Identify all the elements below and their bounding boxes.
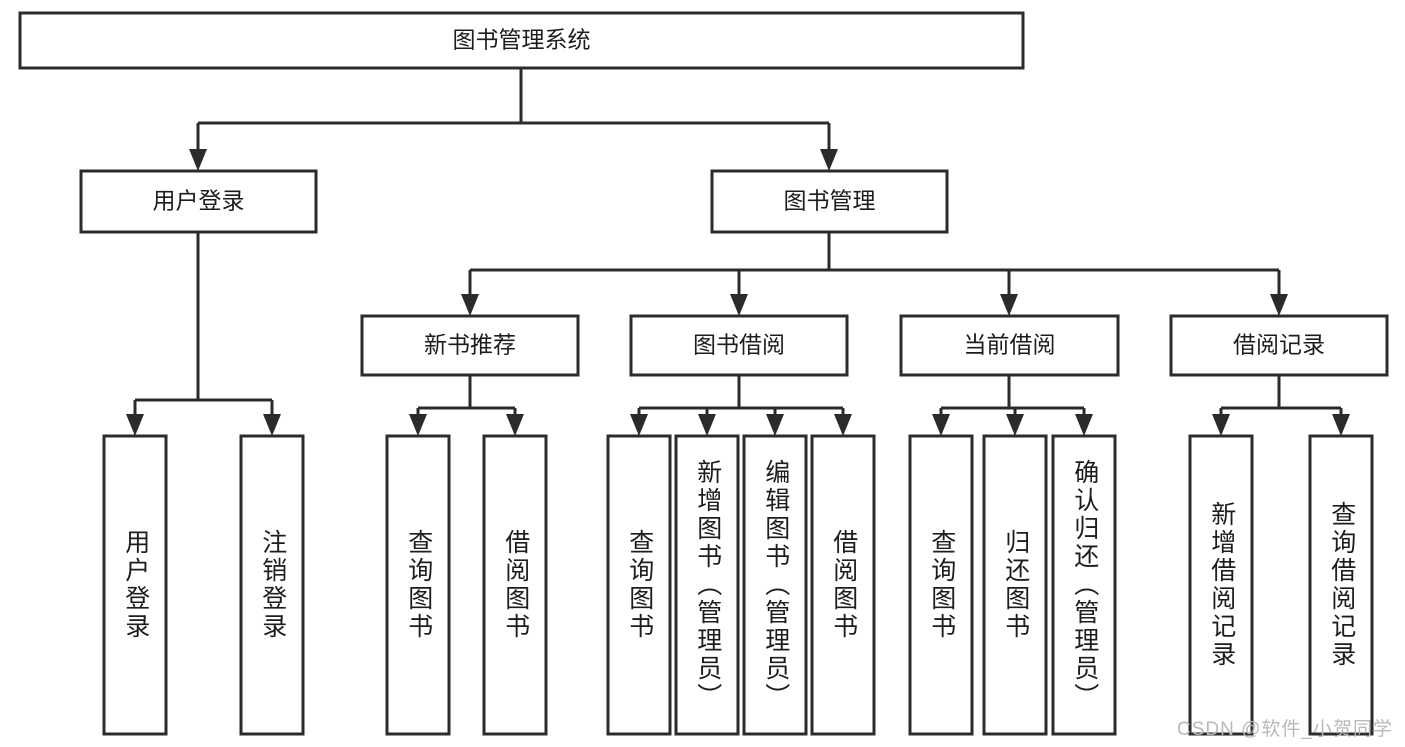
node-leaf-8-查询图书-rect[interactable]: [908, 434, 974, 736]
g4-leaf-drop-0-arrowhead: [1212, 414, 1230, 436]
connectors-layer: [126, 68, 1350, 436]
node-leaf-12-查询借阅记录-rect[interactable]: [1308, 434, 1374, 736]
node-l2-图书管理-label: 图书管理: [784, 188, 876, 214]
node-l2-用户登录-label: 用户登录: [153, 188, 245, 214]
node-leaf-3-借阅图书-rect[interactable]: [482, 434, 548, 736]
root-drop-1-arrowhead: [820, 149, 838, 171]
node-l3-新书推荐-label: 新书推荐: [424, 332, 516, 358]
login-leaf-drop-0-arrowhead: [126, 414, 144, 436]
node-leaf-9-归还图书[interactable]: [982, 434, 1048, 736]
mgmt-drop-0-arrowhead: [461, 294, 479, 316]
csdn-watermark: CSDN @软件_小贺同学: [1177, 719, 1393, 740]
node-leaf-3-借阅图书[interactable]: [482, 434, 548, 736]
node-l3-借阅记录[interactable]: 借阅记录: [1169, 314, 1389, 377]
node-root-图书管理系统-rect[interactable]: [18, 11, 1025, 70]
node-root-图书管理系统-label: 图书管理系统: [453, 27, 591, 53]
node-leaf-5-新增图书（管理员）[interactable]: [674, 434, 740, 736]
node-l2-用户登录-rect[interactable]: [79, 169, 318, 234]
g1-leaf-drop-1-arrowhead: [506, 414, 524, 436]
node-leaf-11-新增借阅记录-rect[interactable]: [1188, 434, 1254, 736]
node-leaf-8-查询图书[interactable]: [908, 434, 974, 736]
node-l3-新书推荐-rect[interactable]: [360, 314, 580, 377]
node-leaf-5-新增图书（管理员）-rect[interactable]: [674, 434, 740, 736]
g3-leaf-drop-1-arrowhead: [1006, 414, 1024, 436]
node-leaf-4-查询图书[interactable]: [606, 434, 672, 736]
g2-leaf-drop-1-arrowhead: [698, 414, 716, 436]
node-l3-图书借阅-label: 图书借阅: [693, 332, 785, 358]
node-l2-用户登录[interactable]: 用户登录: [79, 169, 318, 234]
node-leaf-10-确认归还（管理员）-rect[interactable]: [1051, 434, 1117, 736]
mgmt-drop-3-arrowhead: [1270, 294, 1288, 316]
g2-leaf-drop-2-arrowhead: [766, 414, 784, 436]
node-l2-图书管理-rect[interactable]: [710, 169, 949, 234]
node-l3-当前借阅-rect[interactable]: [899, 314, 1120, 377]
node-l3-借阅记录-label: 借阅记录: [1233, 332, 1325, 358]
node-leaf-1-注销登录[interactable]: [239, 434, 305, 736]
node-leaf-7-借阅图书[interactable]: [810, 434, 876, 736]
node-leaf-0-用户登录[interactable]: [102, 434, 168, 736]
node-l3-借阅记录-rect[interactable]: [1169, 314, 1389, 377]
node-root-图书管理系统[interactable]: 图书管理系统: [18, 11, 1025, 70]
mgmt-drop-2-arrowhead: [1000, 294, 1018, 316]
g1-leaf-drop-0-arrowhead: [409, 414, 427, 436]
node-l3-新书推荐[interactable]: 新书推荐: [360, 314, 580, 377]
node-leaf-0-用户登录-rect[interactable]: [102, 434, 168, 736]
g2-leaf-drop-0-arrowhead: [630, 414, 648, 436]
node-leaf-11-新增借阅记录[interactable]: [1188, 434, 1254, 736]
node-leaf-10-确认归还（管理员）[interactable]: [1051, 434, 1117, 736]
g3-leaf-drop-0-arrowhead: [932, 414, 950, 436]
node-l2-图书管理[interactable]: 图书管理: [710, 169, 949, 234]
node-leaf-4-查询图书-rect[interactable]: [606, 434, 672, 736]
node-leaf-1-注销登录-rect[interactable]: [239, 434, 305, 736]
node-leaf-7-借阅图书-rect[interactable]: [810, 434, 876, 736]
node-l3-当前借阅-label: 当前借阅: [964, 332, 1056, 358]
node-leaf-9-归还图书-rect[interactable]: [982, 434, 1048, 736]
g2-leaf-drop-3-arrowhead: [834, 414, 852, 436]
root-drop-0-arrowhead: [189, 149, 207, 171]
node-l3-图书借阅-rect[interactable]: [629, 314, 849, 377]
node-leaf-6-编辑图书（管理员）-rect[interactable]: [742, 434, 808, 736]
g3-leaf-drop-2-arrowhead: [1075, 414, 1093, 436]
login-leaf-drop-1-arrowhead: [263, 414, 281, 436]
node-leaf-2-查询图书[interactable]: [385, 434, 451, 736]
node-leaf-6-编辑图书（管理员）[interactable]: [742, 434, 808, 736]
node-l3-当前借阅[interactable]: 当前借阅: [899, 314, 1120, 377]
node-leaf-12-查询借阅记录[interactable]: [1308, 434, 1374, 736]
node-leaf-2-查询图书-rect[interactable]: [385, 434, 451, 736]
node-l3-图书借阅[interactable]: 图书借阅: [629, 314, 849, 377]
g4-leaf-drop-1-arrowhead: [1332, 414, 1350, 436]
mgmt-drop-1-arrowhead: [730, 294, 748, 316]
